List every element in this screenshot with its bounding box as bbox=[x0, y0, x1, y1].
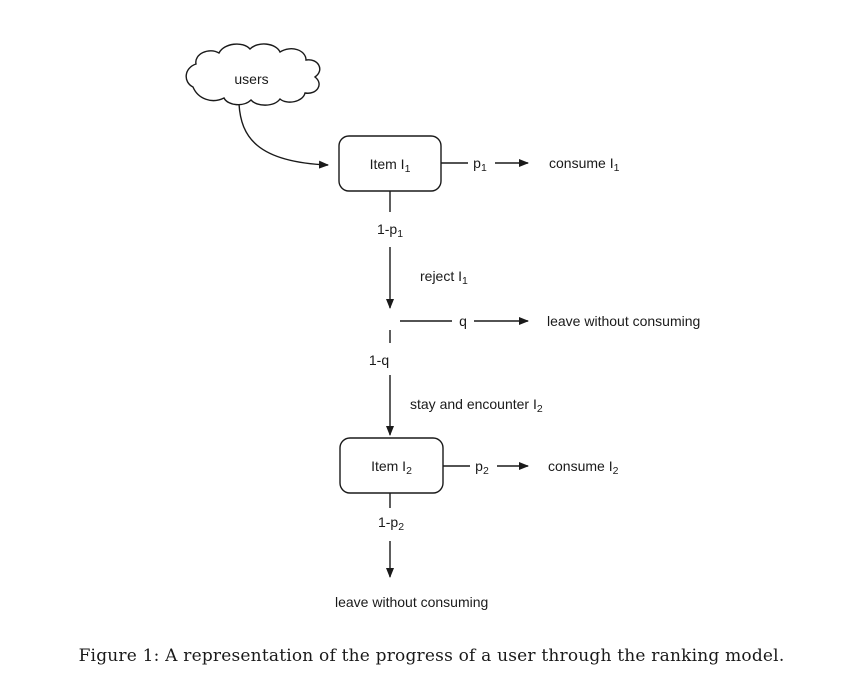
users-cloud-shape bbox=[185, 43, 321, 106]
item2-node-label: Item I2 bbox=[340, 438, 443, 493]
item1-text: Item I1 bbox=[369, 155, 411, 175]
item2-text: Item I2 bbox=[371, 457, 412, 477]
users-cloud-label: users bbox=[234, 71, 269, 87]
edge-label-leave-bottom: leave without consuming bbox=[335, 594, 489, 610]
edge-label-p2: p2 bbox=[475, 458, 489, 477]
edge-label-consume1: consume I1 bbox=[549, 155, 620, 174]
edge-label-consume2: consume I2 bbox=[548, 458, 619, 477]
item1-node-label: Item I1 bbox=[339, 136, 441, 191]
edge-label-p1: p1 bbox=[473, 155, 487, 174]
edge-label-one-minus-q: 1-q bbox=[368, 352, 390, 368]
figure-caption: Figure 1: A representation of the progre… bbox=[78, 646, 785, 666]
edge-label-one-minus-p2: 1-p2 bbox=[377, 514, 405, 533]
edge-label-stay: stay and encounter I2 bbox=[410, 396, 543, 415]
edge-label-one-minus-p1: 1-p1 bbox=[376, 221, 404, 240]
arrow-users-to-item1 bbox=[238, 103, 329, 169]
edge-label-leave-after-q: leave without consuming bbox=[547, 313, 701, 329]
edge-label-q: q bbox=[459, 313, 467, 329]
edge-label-reject1: reject I1 bbox=[420, 268, 468, 287]
